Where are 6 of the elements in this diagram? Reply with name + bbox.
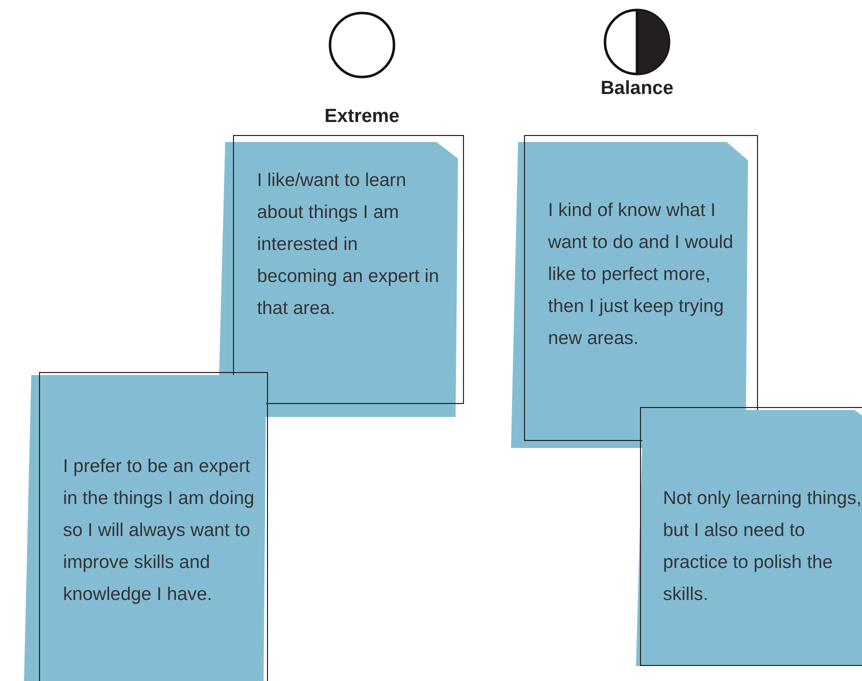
heading-label: Balance	[600, 78, 674, 100]
note-text: I kind of know what I want to do and I would like to perfect more, then I just keep trying new areas.	[548, 198, 734, 350]
note-text: I like/want to learn about things I am interested in becoming an expert in that area.	[257, 168, 440, 320]
note-text: I prefer to be an expert in the things I am doing so I will always want to improve skills and knowledge I have.	[63, 454, 256, 606]
heading-label: Extreme	[324, 106, 400, 128]
note-text: Not only learning things, but I also need to practice to polish the skills.	[663, 486, 862, 606]
